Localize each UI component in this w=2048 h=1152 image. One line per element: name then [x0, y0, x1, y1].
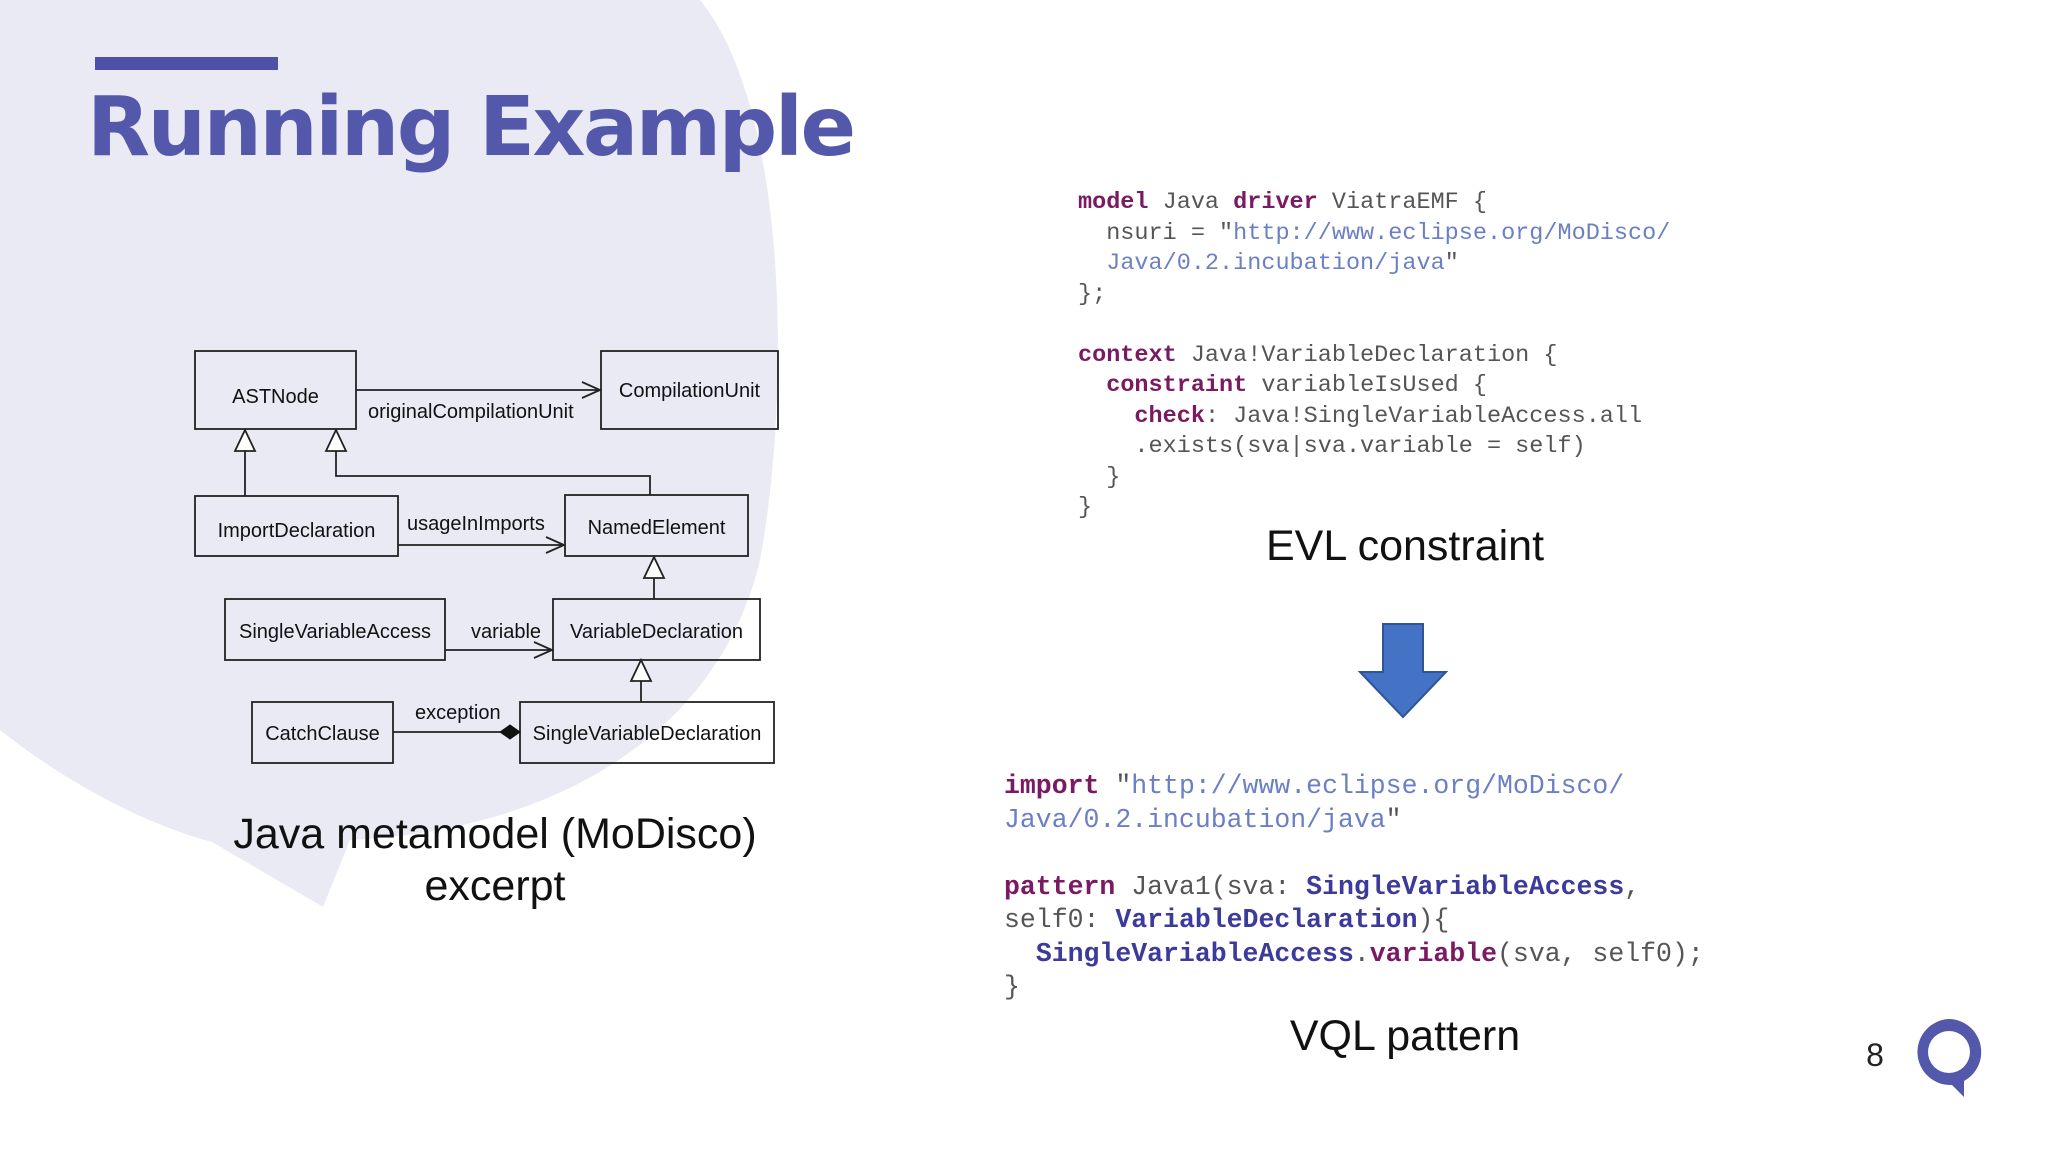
evl-code-token: nsuri = "	[1078, 219, 1234, 247]
page-number: 8	[1866, 1037, 1884, 1073]
vql-code-token: self0:	[1004, 905, 1116, 935]
vql-code-token: }	[1004, 972, 1020, 1002]
class-name-import-declaration: ImportDeclaration	[218, 520, 376, 542]
ref-label-original-compilation-unit: originalCompilationUnit	[368, 401, 574, 423]
class-box-variable-declaration	[552, 598, 761, 661]
evl-code-token	[1078, 372, 1106, 399]
evl-code-token: };	[1078, 280, 1107, 308]
evl-code-token	[1078, 250, 1106, 277]
vql-code-token: "	[1385, 804, 1402, 835]
title-accent-bar	[95, 57, 278, 70]
generalization-named-element-astnode	[335, 450, 651, 495]
class-box-import-declaration	[194, 495, 399, 557]
evl-code-token: .exists(sva|sva.variable = self)	[1078, 433, 1586, 460]
evl-code-token: constraint	[1106, 372, 1248, 399]
evl-code-line: constraint variableIsUsed {	[1078, 371, 1670, 402]
evl-code-token: Java/0.2.incubation/java	[1106, 250, 1445, 277]
class-name-single-variable-access: SingleVariableAccess	[239, 621, 431, 643]
class-name-named-element: NamedElement	[588, 517, 726, 539]
down-arrow-icon	[1357, 623, 1449, 719]
vql-code-token: ,	[1624, 871, 1641, 902]
vql-code-token: http://www.eclipse.org/MoDisco/	[1131, 771, 1625, 801]
assoc-usage-in-imports	[398, 536, 567, 554]
ref-label-exception: exception	[415, 702, 501, 724]
class-box-named-element	[564, 494, 749, 557]
vql-code-token: import	[1004, 771, 1100, 801]
evl-code-token: context	[1078, 341, 1177, 369]
vql-code-token: VariableDeclaration	[1115, 905, 1418, 935]
vql-code-token: ){	[1417, 905, 1450, 935]
class-name-astnode: ASTNode	[232, 386, 319, 408]
vql-code-token: variable	[1369, 938, 1498, 969]
vql-code-token	[1004, 939, 1036, 969]
evl-code-line: };	[1078, 280, 1670, 311]
vql-code-token: (sva, self0);	[1497, 938, 1704, 969]
evl-code-line: .exists(sva|sva.variable = self)	[1078, 432, 1670, 463]
vql-code-line: SingleVariableAccess.variable(sva, self0…	[1004, 938, 1704, 972]
evl-code-line	[1078, 310, 1670, 341]
diagram-caption-line2: excerpt	[424, 862, 566, 910]
evl-code-token: driver	[1233, 189, 1318, 216]
diagram-caption-line1: Java metamodel (MoDisco)	[233, 810, 757, 858]
vql-code-token: "	[1099, 771, 1132, 801]
evl-code-token: http://www.eclipse.org/MoDisco/	[1233, 219, 1671, 247]
evl-code-line: Java/0.2.incubation/java"	[1078, 249, 1670, 280]
evl-code-line: nsuri = "http://www.eclipse.org/MoDisco/	[1078, 219, 1670, 250]
evl-code-token: }	[1078, 494, 1093, 521]
vql-code-line	[1004, 837, 1704, 871]
diagram-caption: Java metamodel (MoDisco) excerpt	[190, 808, 800, 912]
evl-code-token	[1078, 403, 1134, 430]
evl-code-line: }	[1078, 463, 1670, 494]
vql-code-line: self0: VariableDeclaration){	[1004, 904, 1704, 938]
vql-code-token: pattern	[1004, 871, 1116, 902]
vql-code-token: .	[1353, 938, 1370, 969]
evl-code-line: model Java driver ViatraEMF {	[1078, 188, 1670, 219]
vql-caption: VQL pattern	[1289, 1012, 1521, 1060]
evl-code-line: check: Java!SingleVariableAccess.all	[1078, 402, 1670, 433]
evl-code-line: }	[1078, 493, 1670, 524]
vql-code-token: Java/0.2.incubation/java	[1004, 804, 1386, 835]
class-box-single-variable-access	[224, 598, 446, 661]
ref-label-usage-in-imports: usageInImports	[407, 513, 545, 535]
vql-code-token: SingleVariableAccess	[1306, 871, 1625, 902]
evl-code-token: variableIsUsed {	[1247, 372, 1487, 399]
class-name-single-variable-declaration: SingleVariableDeclaration	[533, 723, 762, 745]
evl-code-token: model	[1078, 189, 1149, 216]
vql-code-line: Java/0.2.incubation/java"	[1004, 804, 1704, 838]
composition-diamond	[499, 724, 521, 740]
vql-code-token: SingleVariableAccess	[1035, 938, 1354, 969]
vql-code-block: import "http://www.eclipse.org/MoDisco/J…	[1004, 770, 1704, 1005]
evl-caption: EVL constraint	[1265, 522, 1545, 570]
ref-label-variable: variable	[471, 621, 541, 643]
evl-code-token: ViatraEMF {	[1317, 189, 1487, 216]
vql-code-token: Java1(sva:	[1115, 871, 1307, 902]
assoc-variable	[445, 641, 555, 659]
evl-code-block: model Java driver ViatraEMF { nsuri = "h…	[1078, 188, 1670, 524]
class-name-compilation-unit: CompilationUnit	[619, 380, 761, 402]
evl-code-line: context Java!VariableDeclaration {	[1078, 341, 1670, 372]
evl-code-token: check	[1134, 402, 1205, 430]
slide-title: Running Example	[87, 80, 856, 175]
assoc-original-compilation-unit	[356, 381, 603, 399]
vql-code-line: }	[1004, 971, 1704, 1005]
vql-code-line: pattern Java1(sva: SingleVariableAccess,	[1004, 871, 1704, 905]
class-name-catch-clause: CatchClause	[265, 723, 380, 745]
class-name-variable-declaration: VariableDeclaration	[570, 621, 743, 643]
brand-logo-icon	[1917, 1019, 1982, 1097]
evl-code-token: Java!VariableDeclaration {	[1176, 341, 1558, 369]
evl-code-token: "	[1444, 250, 1459, 277]
evl-code-token: Java	[1148, 189, 1234, 216]
evl-code-token: }	[1078, 463, 1121, 491]
vql-code-line: import "http://www.eclipse.org/MoDisco/	[1004, 770, 1704, 804]
evl-code-token: : Java!SingleVariableAccess.all	[1204, 402, 1643, 430]
